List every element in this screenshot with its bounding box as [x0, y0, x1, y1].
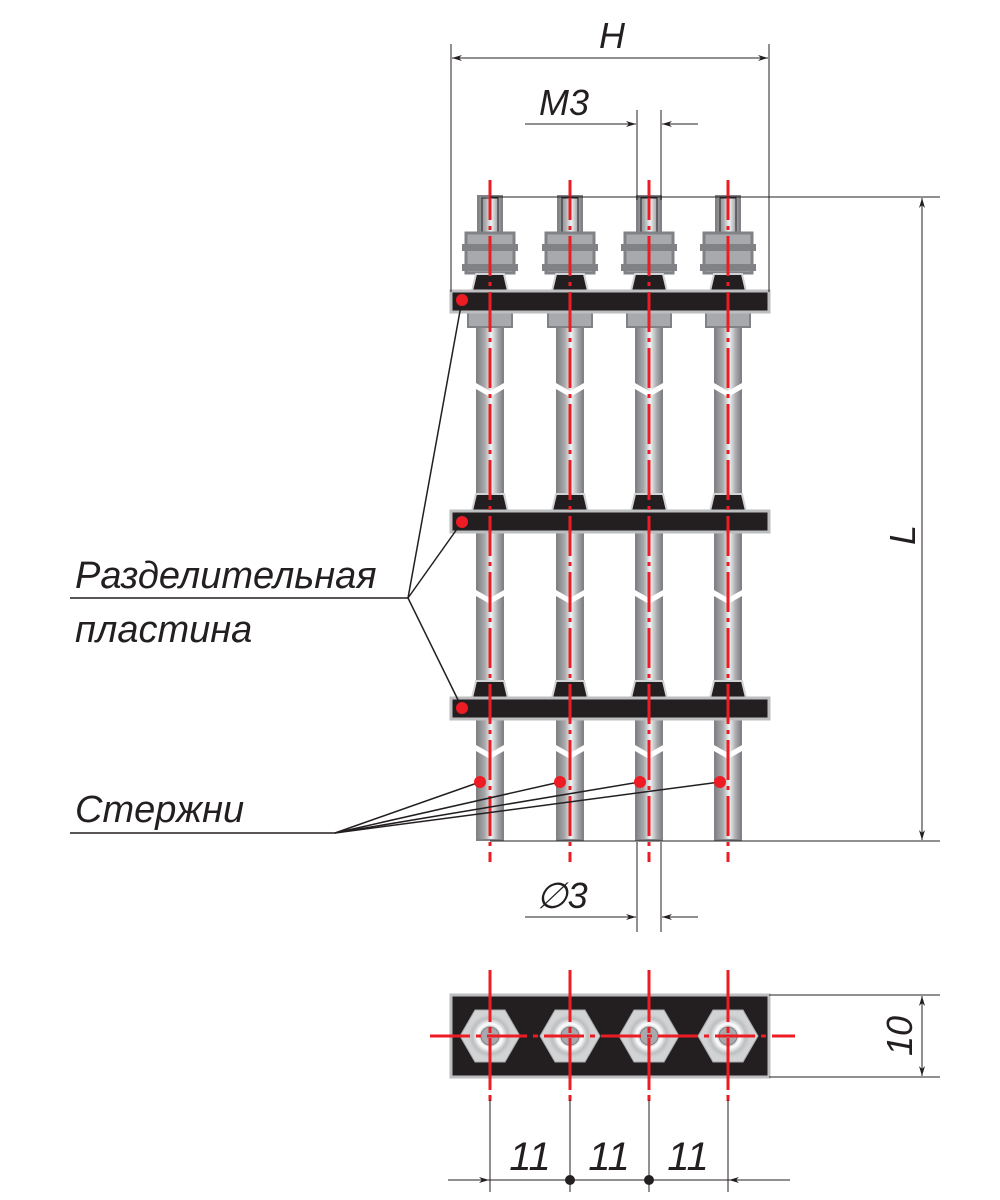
plates-group	[449, 289, 771, 721]
plate-callout-line2: пластина	[75, 609, 252, 651]
height-10-label: 10	[879, 1016, 920, 1056]
dimension-lines	[448, 44, 940, 1192]
plate-callout-line1: Разделительная	[75, 555, 377, 597]
rods-callout: Стержни	[75, 789, 244, 831]
h-label: H	[599, 15, 626, 56]
axis-lines	[430, 180, 795, 1102]
dimension-dot	[565, 1175, 575, 1185]
separator-plate	[449, 509, 771, 534]
pitch-label: 11	[509, 1135, 551, 1179]
separator-plate	[449, 696, 771, 721]
m3-label: M3	[539, 82, 589, 123]
dimension-dot	[644, 1175, 654, 1185]
pitch-label: 11	[667, 1135, 709, 1179]
callout-dots	[456, 294, 726, 788]
leader-lines	[70, 299, 721, 834]
separator-plate	[449, 289, 771, 314]
diameter-label: ∅3	[536, 875, 587, 916]
pitch-label: 11	[588, 1135, 630, 1179]
bottom-view	[430, 970, 795, 1102]
l-label: L	[882, 525, 923, 545]
